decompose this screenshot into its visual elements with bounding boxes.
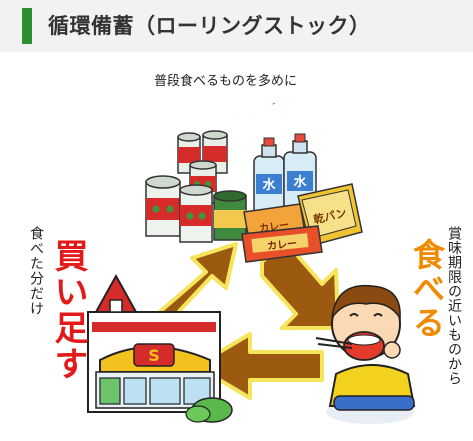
water-bottle-1: 水 (253, 137, 285, 219)
canned-food (145, 175, 247, 243)
eat-label: 食べる (408, 238, 446, 340)
child-eating-illustration (315, 284, 416, 424)
pack-label-3: カレー (267, 237, 298, 252)
svg-text:S: S (148, 346, 160, 365)
section-title: 循環備蓄（ローリングストック） (48, 14, 371, 38)
supermarket-illustration: S (87, 273, 233, 423)
stock-caption: 普段食べるものを多めに (154, 74, 298, 89)
eat-caption: 賞味期限の近いものから (446, 226, 462, 386)
buy-caption: 食べた分だけ (28, 226, 44, 316)
header-accent-bar (22, 8, 32, 44)
food-packages: 乾パン カレー カレー (241, 183, 363, 263)
stock-label: 備える (195, 86, 295, 126)
arrow-to-buy (194, 332, 324, 400)
water-label-2: 水 (293, 174, 307, 190)
stockpile-illustration: 水 水 乾パン (145, 130, 363, 263)
section-header: 循環備蓄（ローリングストック） (0, 0, 473, 52)
water-label-1: 水 (262, 177, 276, 193)
buy-label: 買い足す (48, 238, 88, 382)
